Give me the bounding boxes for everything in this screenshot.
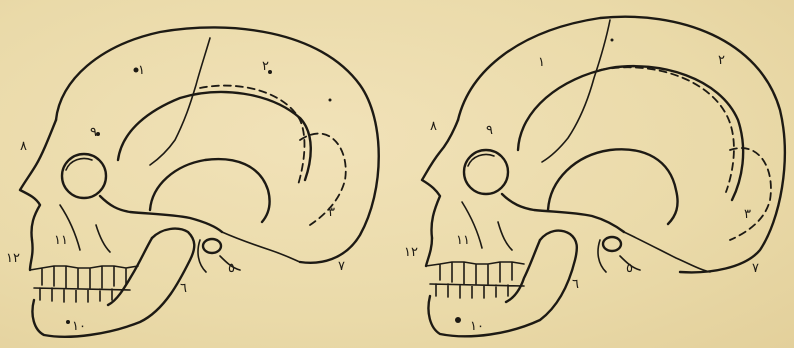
- left-label-6: ٦: [180, 281, 187, 296]
- left-skull: ١ ٢ ٣ ٥ ٦ ٧ ٨ ٩ ١٠ ١١ ١٢: [6, 27, 379, 336]
- right-temporal-line: [600, 67, 734, 192]
- right-mandible: [428, 231, 576, 337]
- right-label-11: ١١: [456, 233, 470, 248]
- left-lambdoid-suture: [300, 134, 346, 225]
- left-label-5: ٥: [228, 261, 235, 276]
- left-orbit: [62, 154, 106, 198]
- right-speckle: [611, 39, 614, 42]
- right-ear-opening: [603, 237, 621, 251]
- right-label-8: ٨: [430, 119, 437, 134]
- left-maxilla: [30, 240, 33, 270]
- left-squamous: [150, 159, 270, 222]
- left-label-7: ٧: [338, 259, 345, 274]
- left-label-3: ٣: [328, 205, 335, 220]
- left-upper-teeth: [30, 266, 138, 288]
- right-label-12: ١٢: [404, 245, 418, 260]
- left-label-8: ٨: [20, 139, 27, 154]
- left-label-10: ١٠: [72, 319, 86, 334]
- left-coronal-suture: [150, 38, 210, 165]
- right-label-10: ١٠: [470, 319, 484, 334]
- left-speckle: [66, 320, 70, 324]
- right-label-6: ٦: [572, 277, 579, 292]
- right-zygomatic: [502, 194, 624, 232]
- right-occipital-base: [624, 232, 710, 272]
- left-label-1: ١: [138, 63, 145, 78]
- right-orbit: [464, 150, 508, 194]
- right-label-3: ٣: [744, 207, 751, 222]
- left-label-12: ١٢: [6, 251, 20, 266]
- right-temporal-outline: [518, 66, 743, 200]
- right-label-7: ٧: [752, 261, 759, 276]
- right-skull: ١ ٢ ٣ ٥ ٦ ٧ ٨ ٩ ١٠ ١١ ١٢: [404, 17, 785, 337]
- left-label-2: ٢: [262, 59, 269, 74]
- left-zygomatic: [100, 196, 222, 232]
- right-label-5: ٥: [626, 261, 633, 276]
- right-label-1: ١: [538, 55, 545, 70]
- left-label-9: ٩: [90, 125, 97, 140]
- right-upper-teeth: [426, 262, 524, 284]
- left-temporal-line: [200, 86, 304, 185]
- right-coronal-suture: [542, 20, 610, 162]
- right-label-9: ٩: [486, 123, 493, 138]
- left-speckle: [329, 99, 332, 102]
- left-occipital-base: [222, 232, 300, 262]
- right-lower-teeth: [430, 284, 524, 298]
- left-label-11: ١١: [54, 233, 68, 248]
- right-cranium-outline: [458, 17, 785, 273]
- left-temporal-outline: [118, 92, 311, 180]
- right-speckle: [455, 317, 461, 323]
- right-maxilla: [426, 238, 432, 266]
- right-label-2: ٢: [718, 53, 725, 68]
- right-forehead-profile: [422, 120, 458, 238]
- left-ear-opening: [203, 239, 221, 253]
- right-mastoid: [598, 240, 640, 272]
- left-forehead-profile: [20, 120, 56, 240]
- right-lambdoid-suture: [730, 148, 771, 240]
